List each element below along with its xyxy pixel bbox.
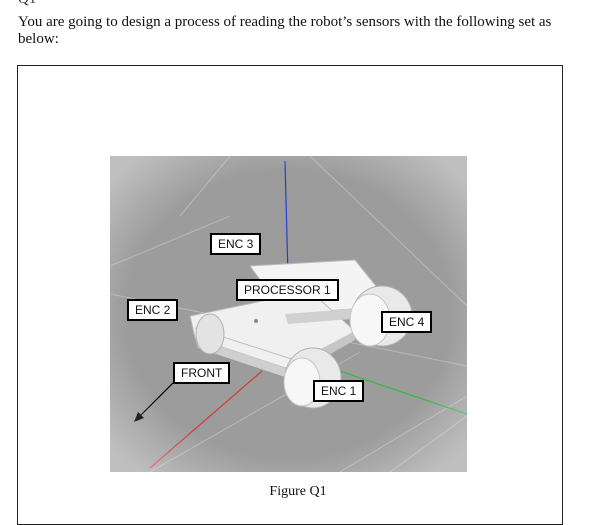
enc-3-label: ENC 3 xyxy=(210,233,262,255)
enc-4-label: ENC 4 xyxy=(381,311,433,333)
enc-1-label: ENC 1 xyxy=(313,380,365,402)
enc-2-label: ENC 2 xyxy=(127,299,179,321)
clipped-heading-text: Q1 xyxy=(18,0,36,8)
processor-1-label: PROCESSOR 1 xyxy=(236,279,339,301)
front-label: FRONT xyxy=(173,362,231,384)
intro-paragraph: You are going to design a process of rea… xyxy=(18,14,552,47)
clipped-heading: Q1 xyxy=(0,0,596,10)
figure-caption: Figure Q1 xyxy=(269,484,327,499)
